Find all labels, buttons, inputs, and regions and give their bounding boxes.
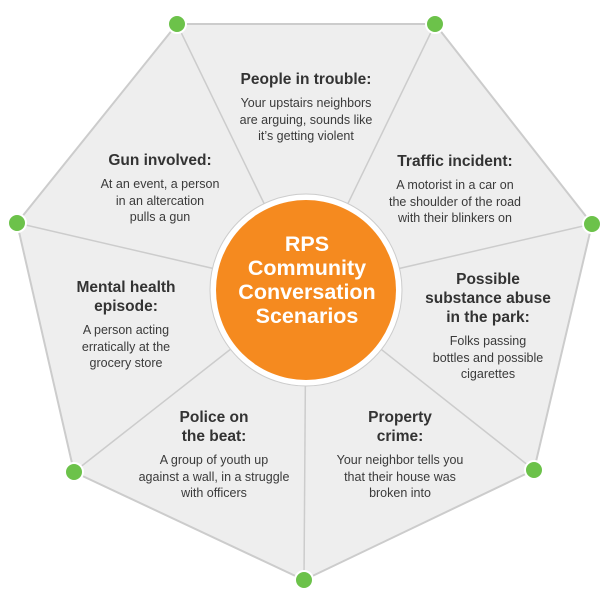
center-title-line: Scenarios [255, 304, 359, 328]
segment-mental-health-episode: Mental health episode: A person acting e… [48, 278, 204, 372]
vertex-dot [167, 14, 187, 34]
segment-description-line: the shoulder of the road [388, 194, 522, 209]
vertex-dot [7, 213, 27, 233]
segment-description-line: with officers [181, 486, 247, 500]
segment-description-line: cigarettes [460, 367, 516, 381]
segment-description: At an event, a person in an altercation … [80, 176, 240, 226]
segment-title: Police on the beat: [116, 408, 312, 446]
segment-description-line: grocery store [89, 356, 163, 370]
center-title-line: Conversation [238, 280, 376, 304]
segment-title-line: Property [368, 409, 432, 426]
center-circle [216, 200, 396, 380]
segment-description-line: are arguing, sounds like [239, 112, 373, 127]
vertex-dot [582, 214, 602, 234]
segment-title-line: the beat: [181, 428, 247, 445]
segment-description-line: bottles and possible [432, 350, 544, 365]
segment-title: People in trouble: [206, 70, 406, 89]
vertex-dot [524, 460, 544, 480]
segment-title: Mental health episode: [48, 278, 204, 316]
segment-title-line: People in trouble: [240, 71, 372, 88]
vertex-dots [7, 14, 602, 590]
segment-description-line: with their blinkers on [398, 211, 512, 225]
segment-description-line: pulls a gun [129, 210, 191, 224]
segment-description-line: erratically at the [81, 339, 171, 354]
segment-title-line: Possible [456, 271, 520, 288]
segment-property-crime: Property crime: Your neighbor tells you … [315, 408, 485, 502]
segment-description-line: in an altercation [115, 193, 205, 208]
segment-description: A motorist in a car on the shoulder of t… [365, 177, 545, 227]
segment-title-line: crime: [376, 428, 424, 445]
segment-title-line: in the park: [446, 309, 530, 326]
segment-description-line: A motorist in a car on [396, 178, 514, 192]
segment-title-line: Gun involved: [108, 152, 212, 169]
segment-title-line: Police on [179, 409, 249, 426]
segment-description-line: At an event, a person [100, 177, 220, 191]
segment-description: A person acting erratically at the groce… [48, 322, 204, 372]
segment-description-line: that their house was [344, 469, 456, 484]
segment-police-on-the-beat: Police on the beat: A group of youth up … [116, 408, 312, 502]
segment-description-line: against a wall, in a struggle [138, 469, 290, 484]
segment-title: Traffic incident: [365, 152, 545, 171]
segment-description: Folks passing bottles and possible cigar… [403, 333, 573, 383]
segment-substance-abuse: Possible substance abuse in the park: Fo… [403, 270, 573, 383]
vertex-dot [294, 570, 314, 590]
segment-description-line: broken into [369, 486, 431, 500]
segment-title: Gun involved: [80, 151, 240, 170]
vertex-dot [64, 462, 84, 482]
segment-title-line: Mental health [76, 279, 176, 296]
segment-title-line: Traffic incident: [397, 153, 513, 170]
segment-title-line: substance abuse [425, 290, 551, 307]
center-title: RPS Community Conversation Scenarios [222, 232, 392, 328]
segment-description-line: A group of youth up [159, 453, 269, 467]
segment-title: Property crime: [315, 408, 485, 446]
segment-gun-involved: Gun involved: At an event, a person in a… [80, 151, 240, 226]
segment-description-line: Your neighbor tells you [336, 453, 464, 467]
segment-description-line: Your upstairs neighbors [240, 96, 372, 110]
segment-description-line: A person acting [82, 323, 170, 337]
segment-description-line: Folks passing [449, 334, 527, 348]
segment-description-line: it’s getting violent [258, 129, 354, 143]
segment-title: Possible substance abuse in the park: [403, 270, 573, 327]
segment-description: Your upstairs neighbors are arguing, sou… [206, 95, 406, 145]
segment-description: Your neighbor tells you that their house… [315, 452, 485, 502]
segment-people-in-trouble: People in trouble: Your upstairs neighbo… [206, 70, 406, 145]
segment-description: A group of youth up against a wall, in a… [116, 452, 312, 502]
segment-title-line: episode: [94, 298, 158, 315]
center-title-line: Community [247, 256, 367, 280]
center-title-line: RPS [284, 232, 330, 256]
vertex-dot [425, 14, 445, 34]
segment-traffic-incident: Traffic incident: A motorist in a car on… [365, 152, 545, 227]
